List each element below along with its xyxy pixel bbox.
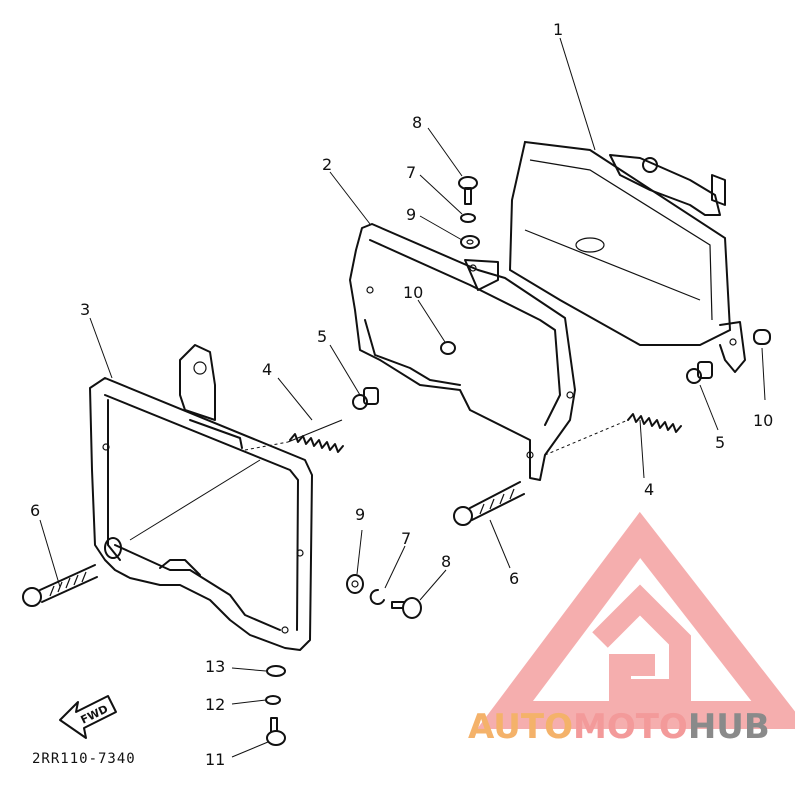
callout-8-top: 8 [412,113,422,132]
callout-5-left: 5 [317,327,327,346]
part-2-inner-bracket [349,223,576,481]
callout-6-right: 6 [509,569,519,588]
watermark-moto: MOTO [573,707,688,747]
callout-13: 13 [205,657,225,676]
part-9-washer-mid [346,574,364,594]
callout-6-left: 6 [30,501,40,520]
part-4-spring-right [544,413,682,456]
part-11-screw [266,717,286,746]
callout-4-right: 4 [644,480,654,499]
part-4-spring-left [244,419,344,453]
callout-4-left: 4 [262,360,272,379]
leader-lines [39,37,766,758]
part-8-bolt-mid [391,597,422,619]
part-1-headlight [508,140,746,373]
callout-9-top: 9 [406,205,416,224]
part-7-lockwasher-mid [369,588,385,605]
part-9-washer-top [460,235,480,249]
callout-3: 3 [80,300,90,319]
part-3-outer-frame [89,344,313,651]
part-6-screw-left [22,564,98,607]
callout-7-mid: 7 [401,529,411,548]
callout-10-left: 10 [403,283,423,302]
part-10-grommet-right [753,329,771,345]
watermark-g-mark [592,584,691,701]
callout-2: 2 [322,155,332,174]
part-13-washer [266,665,286,677]
fwd-arrow: FWD [59,695,117,739]
callout-9-mid: 9 [355,505,365,524]
watermark-wordmark: AUTOMOTOHUB [468,707,770,747]
callout-1: 1 [553,20,563,39]
callout-12: 12 [205,695,225,714]
diagram-part-code: 2RR110-7340 [32,751,136,767]
watermark-triangle [477,511,795,729]
watermark-hub: HUB [688,707,770,747]
callout-11: 11 [205,750,225,769]
part-5-adjuster-left [352,387,379,410]
part-7-lockwasher-top [460,213,476,223]
fwd-arrow-icon [59,695,117,739]
part-8-bolt-top [458,176,478,205]
callout-10-right: 10 [753,411,773,430]
callout-7-top: 7 [406,163,416,182]
callout-8-mid: 8 [441,552,451,571]
callout-5-right: 5 [715,433,725,452]
part-5-adjuster-right [686,361,713,384]
part-6-screw-right [453,481,525,526]
callout-labels: 1 2 3 4 5 6 8 7 9 10 4 5 10 6 9 7 8 13 1… [30,20,773,769]
svg-text:AUTOMOTOHUB: AUTOMOTOHUB [468,707,770,747]
watermark-auto: AUTO [468,707,573,747]
part-12-lockwasher [265,695,281,705]
watermark-logo [477,511,795,729]
